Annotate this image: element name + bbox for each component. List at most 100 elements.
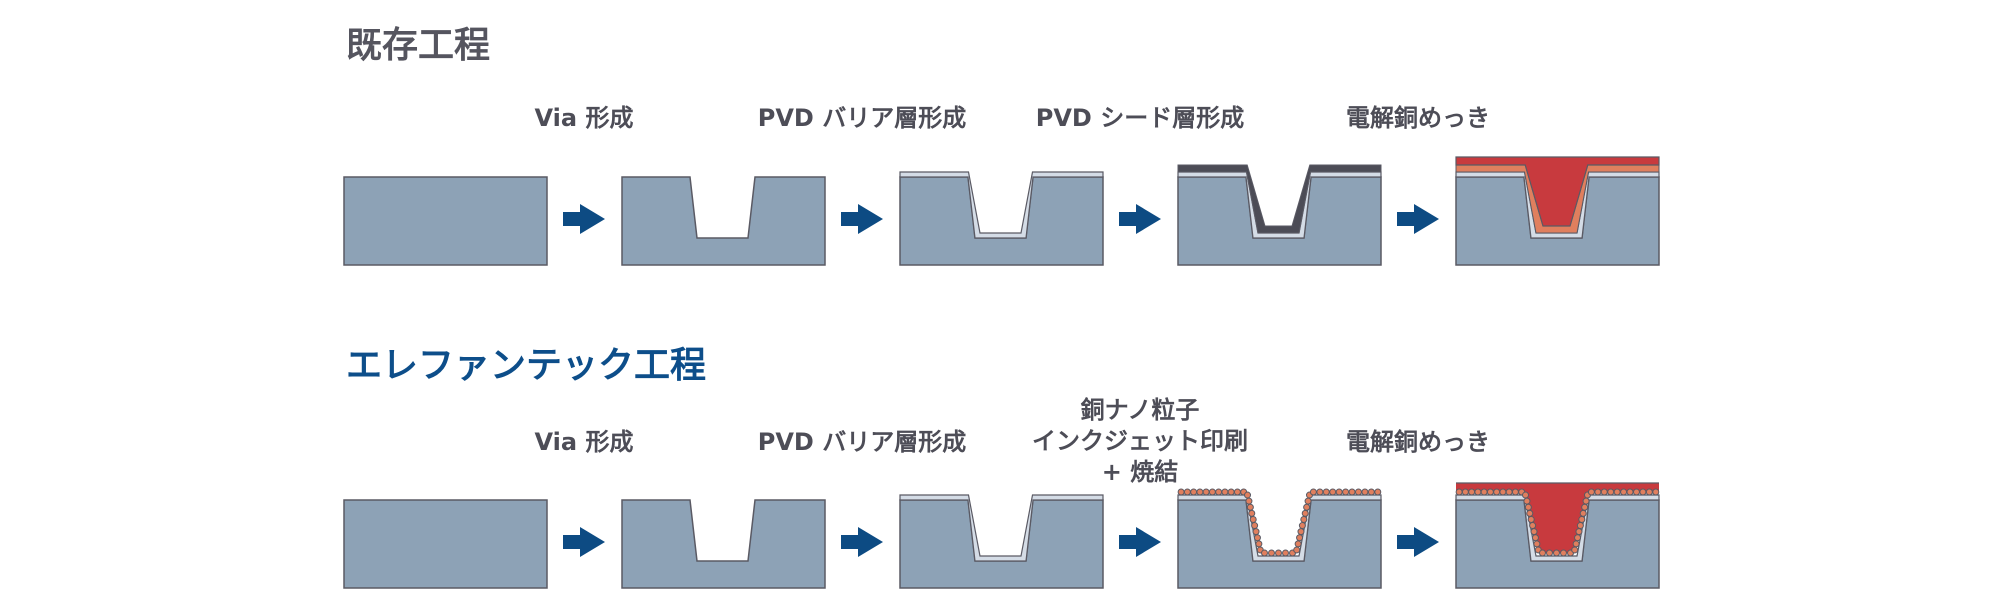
copper-nanoparticle [1342, 488, 1350, 496]
step-label-via-formation: Via 形成 [444, 103, 724, 134]
copper-nanoparticle [1304, 497, 1312, 505]
copper-nanoparticle [1480, 488, 1488, 496]
copper-nanoparticle [1645, 488, 1653, 496]
copper-nanoparticle [1300, 515, 1308, 523]
copper-nanoparticle [1486, 488, 1494, 496]
copper-nanoparticle [1579, 509, 1587, 517]
copper-nanoparticle [1301, 509, 1309, 517]
electroplated-copper [1456, 483, 1659, 553]
copper-nanoparticle [1578, 515, 1586, 523]
copper-nanoparticle [1493, 488, 1501, 496]
copper-nanoparticle [1582, 497, 1590, 505]
copper-nanoparticle [1461, 488, 1469, 496]
pvd-seed-layer [1177, 164, 1382, 234]
copper-nanoparticle [1546, 549, 1553, 557]
copper-nanoparticle [1322, 488, 1330, 496]
label-line: PVD バリア層形成 [757, 428, 967, 456]
copper-nanoparticle [1252, 528, 1260, 536]
label-line: Via 形成 [534, 104, 634, 132]
copper-nanoparticle [1246, 503, 1254, 511]
copper-nanoparticle [1468, 488, 1476, 496]
copper-nanoparticle [1553, 549, 1560, 557]
copper-nanoparticle [1190, 488, 1198, 496]
wafer-cross-section [899, 171, 1104, 266]
copper-nanoparticle [1374, 488, 1382, 496]
substrate-with-via [621, 176, 826, 266]
label-line: 電解銅めっき [1346, 104, 1490, 132]
copper-nanoparticle [1255, 540, 1263, 548]
copper-nanoparticle [1529, 522, 1537, 530]
wafer-cross-section [899, 494, 1104, 589]
barrier-layer [899, 494, 1104, 562]
copper-nanoparticle [1533, 540, 1541, 548]
substrate-with-via [621, 499, 826, 589]
right-arrow-icon [841, 204, 883, 234]
right-arrow-icon [1119, 527, 1161, 557]
step-label-pvd-barrier: PVD バリア層形成 [722, 103, 1002, 134]
copper-nanoparticle [1474, 488, 1482, 496]
copper-nanoparticle [1196, 488, 1204, 496]
copper-nanoparticle [1248, 509, 1256, 517]
copper-nanoparticle [1294, 540, 1302, 548]
copper-nanoparticle [1298, 522, 1306, 530]
right-arrow-icon [563, 204, 605, 234]
copper-nanoparticle [1221, 488, 1229, 496]
copper-nanoparticle [1620, 488, 1628, 496]
copper-nanoparticle [1233, 488, 1241, 496]
label-line: 銅ナノ粒子 [1080, 396, 1200, 424]
copper-nanoparticle [1575, 528, 1583, 536]
wafer-cross-section [1455, 482, 1660, 589]
copper-nanoparticle [1581, 503, 1589, 511]
copper-nanoparticle [1251, 522, 1259, 530]
copper-nanoparticle [1367, 488, 1375, 496]
wafer-cross-section [1177, 488, 1382, 589]
right-arrow-icon [841, 527, 883, 557]
copper-nanoparticle [1303, 503, 1311, 511]
copper-nanoparticle [1455, 488, 1463, 496]
copper-nanoparticle [1215, 488, 1223, 496]
substrate [343, 499, 548, 589]
copper-nanoparticle [1208, 488, 1216, 496]
copper-nanoparticle [1571, 546, 1579, 554]
copper-nanoparticle [1261, 549, 1268, 557]
copper-nanoparticle [1522, 491, 1530, 499]
copper-nanoparticle [1354, 488, 1362, 496]
wafer-cross-section [1177, 164, 1382, 266]
label-line: PVD バリア層形成 [757, 104, 967, 132]
copper-nanoparticle [1587, 488, 1595, 496]
label-line: 電解銅めっき [1346, 428, 1490, 456]
copper-nanoparticle [1511, 488, 1519, 496]
copper-nanoparticle [1244, 491, 1252, 499]
copper-nanoparticle [1329, 488, 1337, 496]
substrate-with-via [1177, 176, 1382, 266]
copper-nanoparticle [1227, 488, 1235, 496]
copper-nanoparticle [1523, 497, 1531, 505]
copper-nanoparticle [1505, 488, 1513, 496]
step-label-electroplating: 電解銅めっき [1278, 103, 1558, 134]
wafer-cross-section [621, 499, 826, 589]
copper-nanoparticle [1539, 549, 1546, 557]
process-row-existing [343, 156, 1660, 266]
copper-nanoparticle [1574, 534, 1582, 542]
copper-nanoparticle [1245, 497, 1253, 505]
label-line: Via 形成 [534, 428, 634, 456]
copper-nanoparticle [1249, 515, 1257, 523]
label-line: PVD シード層形成 [1035, 104, 1245, 132]
copper-nanoparticle [1335, 488, 1343, 496]
copper-nanoparticle [1531, 534, 1539, 542]
step-label-inkjet-sintering: 銅ナノ粒子 インクジェット印刷 + 焼結 [1000, 395, 1280, 488]
process-row-elephantech [343, 482, 1660, 589]
copper-nanoparticle [1499, 488, 1507, 496]
step-label-electroplating: 電解銅めっき [1278, 427, 1558, 458]
wafer-cross-section [343, 499, 548, 589]
copper-nanoparticle [1316, 488, 1324, 496]
copper-nanoparticle [1361, 488, 1369, 496]
copper-nanoparticle [1652, 488, 1660, 496]
substrate-with-via [1177, 499, 1382, 589]
right-arrow-icon [1397, 527, 1439, 557]
copper-nanoparticle [1613, 488, 1621, 496]
copper-nanoparticle [1576, 522, 1584, 530]
copper-nanoparticle [1607, 488, 1615, 496]
copper-nanoparticle [1524, 503, 1532, 511]
